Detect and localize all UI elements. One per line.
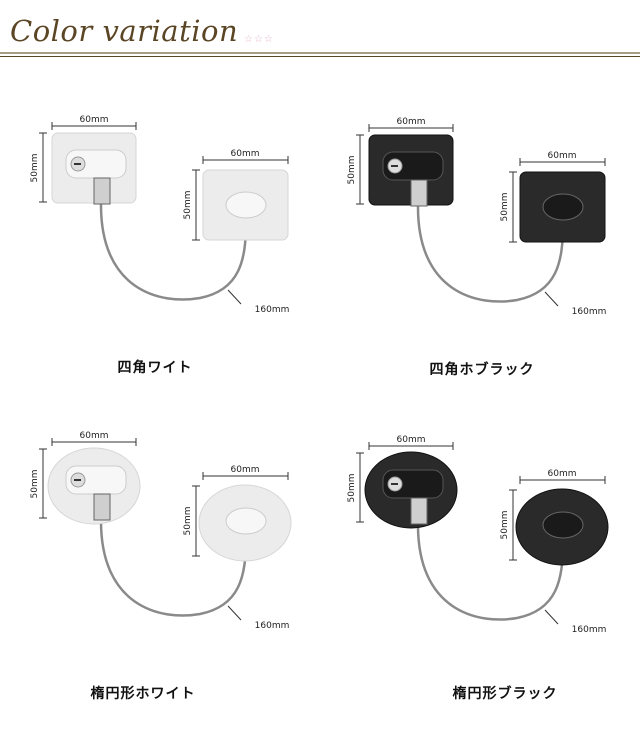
- key-slot: [391, 165, 398, 167]
- dimension-label: 60mm: [231, 465, 260, 475]
- key-slot: [74, 163, 81, 165]
- variant-caption: 四角ホブラック: [429, 362, 535, 378]
- dimension-line: [544, 609, 559, 625]
- variant-caption: 四角ワイト: [117, 360, 193, 376]
- dimension-label: 160mm: [255, 305, 290, 315]
- receiver-knob: [542, 511, 584, 539]
- variant-caption: 楕円形ブラック: [452, 686, 558, 702]
- cable: [416, 204, 565, 303]
- cable-connector: [93, 177, 111, 205]
- receiver-knob: [542, 193, 584, 221]
- dimension-label: 50mm: [347, 156, 357, 185]
- dimension-label: 60mm: [80, 115, 109, 125]
- dimension-label: 50mm: [183, 191, 193, 220]
- dimension-label: 160mm: [572, 307, 607, 317]
- dimension-label: 50mm: [500, 193, 510, 222]
- receiver-knob: [225, 191, 267, 219]
- dimension-label: 50mm: [30, 154, 40, 183]
- title-divider: [0, 52, 640, 54]
- dimension-label: 60mm: [548, 151, 577, 161]
- product-2: 60mm 50mm 60mm 50mm 160mm: [30, 431, 292, 631]
- product-1: 60mm 50mm 60mm 50mm 160mm: [347, 117, 606, 317]
- dimension-label: 60mm: [231, 149, 260, 159]
- dimension-label: 50mm: [500, 511, 510, 540]
- cable-connector: [410, 179, 428, 207]
- cable: [99, 202, 248, 301]
- cable: [416, 522, 565, 621]
- dimension-label: 60mm: [397, 117, 426, 127]
- cable: [99, 518, 248, 617]
- star-icons: ☆☆☆: [244, 34, 274, 45]
- key-slot: [391, 483, 398, 485]
- dimension-line: [544, 291, 559, 307]
- dimension-line: [227, 289, 242, 305]
- section-title: Color variation: [10, 14, 239, 48]
- dimension-label: 50mm: [30, 470, 40, 499]
- dimension-label: 50mm: [183, 507, 193, 536]
- dimension-label: 50mm: [347, 474, 357, 503]
- product-0: 60mm 50mm 60mm 50mm 160mm: [30, 115, 289, 315]
- dimension-label: 160mm: [572, 625, 607, 635]
- receiver-knob: [225, 507, 267, 535]
- variant-caption: 楕円形ホワイト: [90, 686, 196, 702]
- dimension-line: [227, 605, 242, 621]
- title-divider-thin: [0, 56, 640, 57]
- dimension-label: 160mm: [255, 621, 290, 631]
- cable-connector: [410, 497, 428, 525]
- dimension-label: 60mm: [548, 469, 577, 479]
- key-slot: [74, 479, 81, 481]
- cable-connector: [93, 493, 111, 521]
- product-3: 60mm 50mm 60mm 50mm 160mm: [347, 435, 609, 635]
- dimension-label: 60mm: [397, 435, 426, 445]
- dimension-label: 60mm: [80, 431, 109, 441]
